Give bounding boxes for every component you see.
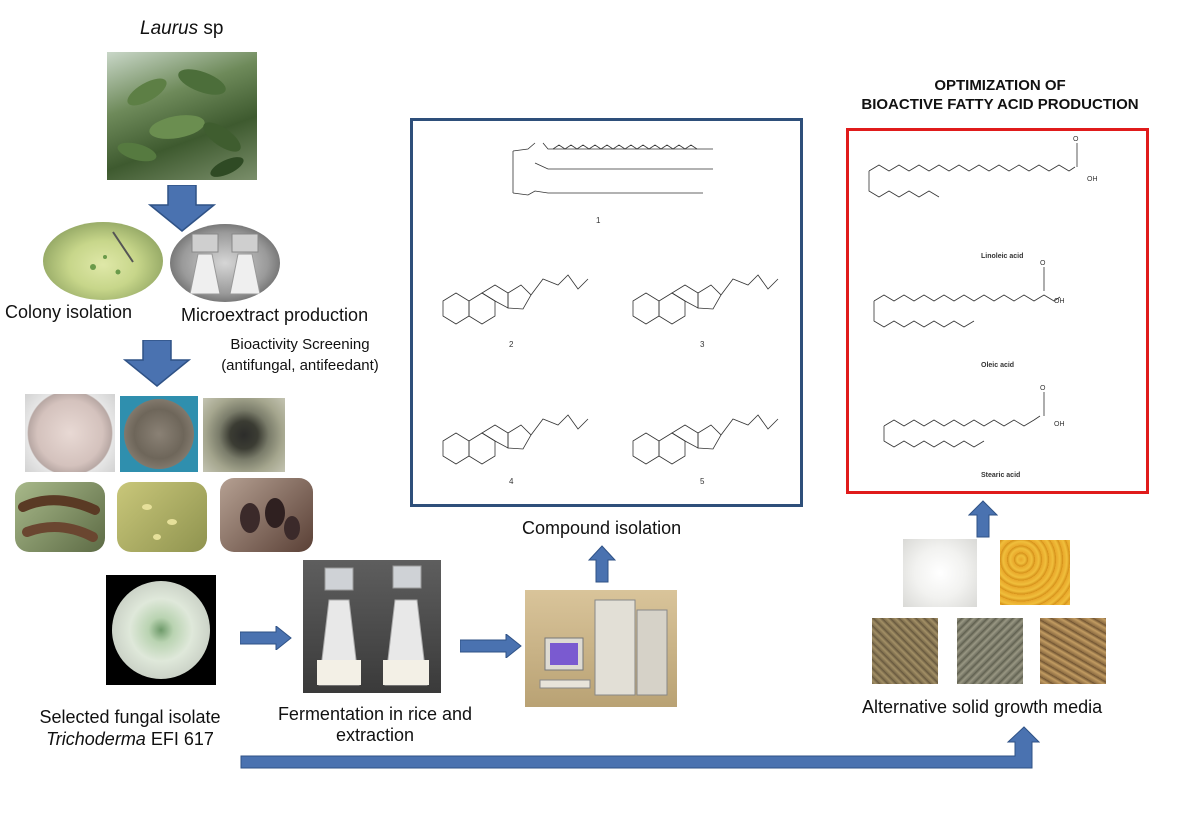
alt-media-caption: Alternative solid growth media (862, 697, 1103, 717)
antifungal-plate-1-photo (25, 394, 115, 472)
optimization-title: OPTIMIZATION OF BIOACTIVE FATTY ACID PRO… (832, 76, 1168, 114)
stearic-o-label: O (1040, 385, 1046, 392)
microextract-flasks-photo (170, 224, 280, 302)
oleic-acid-label: Oleic acid (981, 362, 1014, 369)
fatty-acid-structures-svg: O OH O OH O OH Linoleic acid Oleic acid … (868, 136, 1098, 479)
grain-sample-1-photo (872, 618, 938, 684)
antifungal-plate-2-photo (120, 396, 198, 472)
selected-isolate-photo (106, 575, 216, 685)
grain-sample-3-photo (1040, 618, 1106, 684)
bottom-connector-arrow (240, 726, 1040, 769)
linoleic-o-label: O (1073, 136, 1079, 143)
oleic-o-label: O (1040, 260, 1046, 267)
compound-1-label: 1 (596, 216, 601, 225)
screening-line-2: (antifungal, antifeedant) (221, 357, 379, 374)
antifeedant-aphids-photo (117, 482, 207, 552)
selected-line-1: Selected fungal isolate (39, 707, 221, 727)
screening-line-1: Bioactivity Screening (230, 336, 370, 353)
compound-5-label: 5 (700, 477, 705, 486)
right-arrow-2 (460, 634, 522, 658)
corn-grain-photo (1000, 540, 1070, 605)
right-arrow-1 (240, 626, 292, 650)
laurus-genus: Laurus (140, 18, 199, 39)
microextract-caption: Microextract production (181, 305, 369, 325)
optimization-title-line-1: OPTIMIZATION OF (934, 77, 1066, 94)
compound-3-label: 3 (700, 340, 705, 349)
selected-isolate-caption: Selected fungal isolate Trichoderma EFI … (10, 706, 250, 750)
compound-structures-box: 1 2 3 4 5 (410, 118, 803, 507)
linoleic-oh-label: OH (1087, 176, 1098, 183)
colony-isolation-photo (43, 222, 163, 300)
rice-grain-photo (903, 539, 977, 607)
hplc-instrument-photo (525, 590, 677, 707)
down-arrow-2 (123, 340, 191, 387)
selected-genus: Trichoderma (46, 729, 146, 749)
fermentation-line-1: Fermentation in rice and (277, 704, 473, 724)
linoleic-acid-label: Linoleic acid (981, 253, 1023, 260)
stearic-oh-label: OH (1054, 421, 1065, 428)
fermentation-caption: Fermentation in rice and extraction (260, 704, 490, 746)
compound-2-label: 2 (509, 340, 514, 349)
laurus-plant-photo (107, 52, 257, 180)
optimization-title-line-2: BIOACTIVE FATTY ACID PRODUCTION (861, 96, 1139, 113)
colony-isolation-caption: Colony isolation (5, 302, 133, 322)
up-arrow-optimization (968, 500, 998, 538)
antifungal-plate-3-photo (203, 398, 285, 472)
laurus-label: Laurus sp (140, 18, 223, 40)
laurus-suffix: sp (198, 18, 224, 39)
compound-4-label: 4 (509, 477, 514, 486)
compound-isolation-caption: Compound isolation (522, 518, 682, 538)
fermentation-flasks-photo (303, 560, 441, 693)
up-arrow-compound (588, 545, 616, 583)
fermentation-line-2: extraction (335, 725, 415, 745)
antifeedant-beetles-photo (220, 478, 313, 552)
antifeedant-larvae-photo (15, 482, 105, 552)
stearic-acid-label: Stearic acid (981, 472, 1020, 479)
fatty-acid-structures-box: O OH O OH O OH Linoleic acid Oleic acid … (846, 128, 1149, 494)
compound-structures-svg: 1 2 3 4 5 (442, 142, 779, 486)
oleic-oh-label: OH (1054, 298, 1065, 305)
grain-sample-2-photo (957, 618, 1023, 684)
down-arrow-1 (148, 185, 216, 232)
selected-code: EFI 617 (145, 729, 214, 749)
bioactivity-screening-caption: Bioactivity Screening (antifungal, antif… (200, 334, 400, 376)
selected-line-2: Trichoderma EFI 617 (10, 728, 250, 750)
